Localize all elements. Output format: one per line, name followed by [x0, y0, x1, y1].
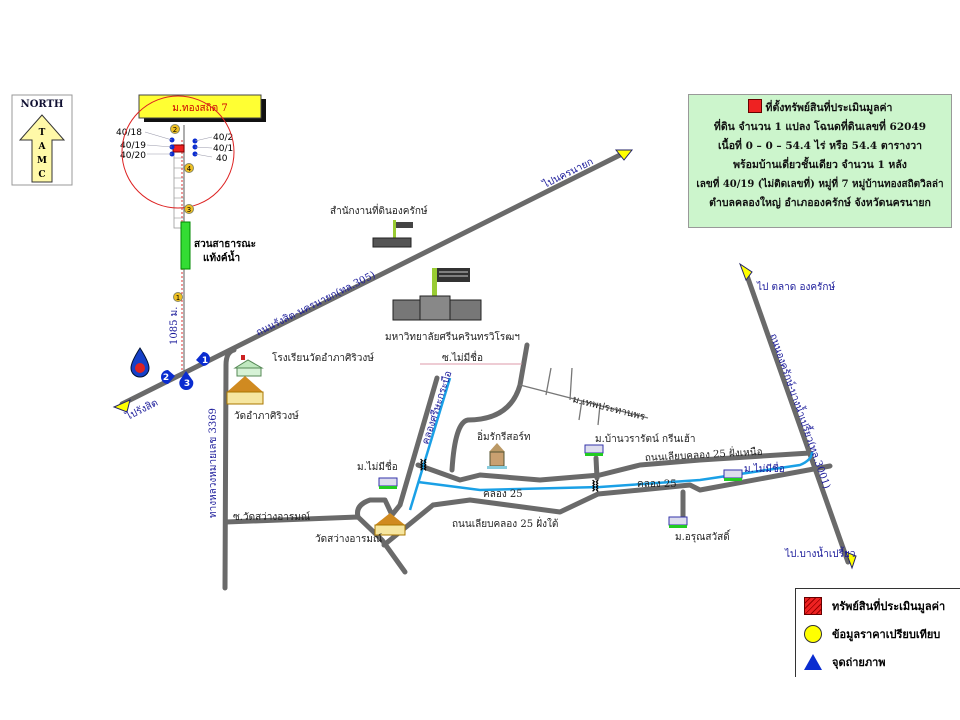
- info-title: ที่ตั้งทรัพย์สินที่ประเมินมูลค่า: [765, 102, 893, 114]
- temple-icon: [374, 513, 406, 536]
- arrow-to-rangsit: [112, 399, 131, 413]
- school-icon: [233, 355, 264, 377]
- comparable-marker[interactable]: [184, 163, 194, 173]
- marker-number: 3: [187, 206, 191, 214]
- marker-number: 4: [187, 165, 192, 173]
- university-label: มหาวิทยาลัยศรีนครินทรวิโรฒฯ: [385, 330, 520, 343]
- village-label-box: [138, 94, 262, 119]
- comparable-marker[interactable]: [173, 292, 183, 302]
- village-label: ม.ไม่มีชื่อ: [357, 459, 398, 473]
- public-park: [180, 221, 191, 270]
- north-letter: A: [38, 142, 47, 152]
- university-icon: [392, 268, 482, 321]
- subject-area-circle: [121, 95, 235, 209]
- temple-icon: [226, 376, 264, 405]
- photo-point-number: 1: [202, 356, 208, 366]
- red-hatched-square-icon: [804, 597, 822, 615]
- temple1-label: วัดอำภาศิริวงษ์: [234, 410, 299, 422]
- village-icon: [378, 477, 398, 489]
- village-icon: [723, 469, 743, 481]
- lot-label: 40/1: [213, 144, 233, 154]
- to-ongkharak-label: ไป ตลาด องครักษ์: [756, 281, 835, 293]
- village-label: ม.บ้านวรารัตน์ กรีนเฮ้า: [595, 433, 695, 445]
- legend: ทรัพย์สินที่ประเมินมูลค่า ข้อมูลราคาเปรี…: [795, 588, 960, 677]
- subject-property-icon: [747, 99, 762, 113]
- photo-point[interactable]: [179, 371, 194, 391]
- marker-number: 1: [176, 294, 180, 302]
- comparable-marker[interactable]: [170, 124, 180, 134]
- north-arrow: NORTH T A M C: [11, 94, 73, 186]
- canal-25: [417, 451, 814, 492]
- north-letter: M: [37, 156, 47, 166]
- marker-number: 2: [173, 126, 177, 134]
- village-icon: [584, 444, 604, 456]
- highway-3369: [222, 347, 237, 591]
- south-bank-road: [381, 491, 601, 548]
- property-info-box: ที่ตั้งทรัพย์สินที่ประเมินมูลค่า ที่ดิน …: [688, 94, 952, 228]
- canal-25-label: คลอง 25: [637, 479, 677, 490]
- distance-label: 1085 ม.: [169, 307, 180, 345]
- bridge-icon: ⧘⧙: [592, 476, 599, 495]
- info-line: เนื้อที่ 0 – 0 – 54.4 ไร่ หรือ 54.4 ตารา…: [717, 140, 923, 152]
- lot-label: 40/2: [213, 133, 233, 143]
- legend-item: ทรัพย์สินที่ประเมินมูลค่า: [804, 597, 945, 615]
- north-label: NORTH: [21, 99, 64, 110]
- village-label: ม.ทองสถิต 7: [172, 103, 227, 114]
- north-letter: T: [39, 128, 46, 138]
- school-label: โรงเรียนวัดอำภาศิริวงษ์: [272, 351, 374, 364]
- to-bang-nam-priao-label: ไป.บางน้ำเปรี้ยว: [784, 546, 855, 560]
- legend-label: จุดถ่ายภาพ: [832, 656, 886, 669]
- canal-vertical: [408, 377, 452, 511]
- highway-3369-label: ทางหลวงหมายเลข 3369: [208, 408, 219, 518]
- land-office-label: สำนักงานที่ดินองครักษ์: [330, 203, 428, 217]
- legend-item: จุดถ่ายภาพ: [804, 653, 886, 671]
- lot-label: 40/18: [116, 128, 142, 138]
- park-label: แท้งค์น้ำ: [203, 250, 240, 264]
- info-line: พร้อมบ้านเดี่ยวชั้นเดียว จำนวน 1 หลัง: [733, 159, 907, 171]
- village-thep-label: ม.เทพประทานพร: [571, 394, 647, 423]
- legend-label: ข้อมูลราคาเปรียบเทียบ: [832, 628, 941, 641]
- photo-point[interactable]: [196, 352, 210, 366]
- info-line: เลขที่ 40/19 (ไม่ติดเลขที่) หมู่ที่ 7 หม…: [696, 179, 944, 190]
- lot-label: 40: [216, 154, 228, 164]
- soi-wat-sawang: [223, 514, 408, 575]
- canal-25-label: คลอง 25: [483, 489, 523, 500]
- village-label: ม.อรุณสวัสดิ์: [675, 529, 731, 543]
- comparable-marker[interactable]: [184, 204, 194, 214]
- photo-point-number: 2: [163, 373, 169, 383]
- subject-property-marker: [172, 144, 185, 153]
- road-305-label: ถนนรังสิต-นครนายก(ทล.305): [254, 270, 377, 339]
- resort-label: อิ่มรักรีสอร์ท: [477, 429, 530, 443]
- village-icon: [668, 516, 688, 528]
- soi-no-name-label: ซ.ไม่มีชื่อ: [442, 350, 483, 364]
- land-office-icon: [372, 220, 413, 248]
- info-line: ตำบลคลองใหญ่ อำเภอองครักษ์ จังหวัดนครนาย…: [709, 197, 931, 209]
- info-line: ที่ดิน จำนวน 1 แปลง โฉนดที่ดินเลขที่ 620…: [713, 121, 927, 133]
- resort-icon: [487, 443, 507, 469]
- bridge-icon: ⧘⧙: [420, 455, 427, 474]
- lot-label: 40/19: [120, 141, 146, 151]
- road-3001: [742, 267, 851, 565]
- park-label: สวนสาธารณะ: [194, 239, 256, 250]
- legend-label: ทรัพย์สินที่ประเมินมูลค่า: [832, 600, 946, 613]
- photo-point[interactable]: [161, 370, 175, 384]
- north-letter: C: [38, 170, 45, 180]
- lot-label: 40/20: [120, 151, 146, 161]
- gas-station-icon: [130, 347, 150, 378]
- photo-point-number: 3: [184, 379, 190, 389]
- blue-arrow-icon: [804, 654, 822, 670]
- soi-wat-sawang-label: ซ.วัดสว่างอารมณ์: [233, 511, 310, 523]
- south-bank-road-east: [595, 463, 833, 497]
- village-label: ม.ไม่มีชื่อ: [744, 461, 785, 475]
- legend-item: ข้อมูลราคาเปรียบเทียบ: [804, 625, 940, 643]
- temple2-label: วัดสว่างอารมณ์: [315, 533, 382, 545]
- yellow-circle-icon: [804, 625, 822, 643]
- south-bank-road-label: ถนนเลียบคลอง 25 ฝั่งใต้: [452, 516, 558, 530]
- road-west: [355, 375, 440, 520]
- soi-baan: [593, 455, 600, 481]
- soi-resort: [449, 342, 530, 473]
- arrow-to-nakhon-nayok: [614, 149, 634, 161]
- north-bank-road: [415, 450, 813, 483]
